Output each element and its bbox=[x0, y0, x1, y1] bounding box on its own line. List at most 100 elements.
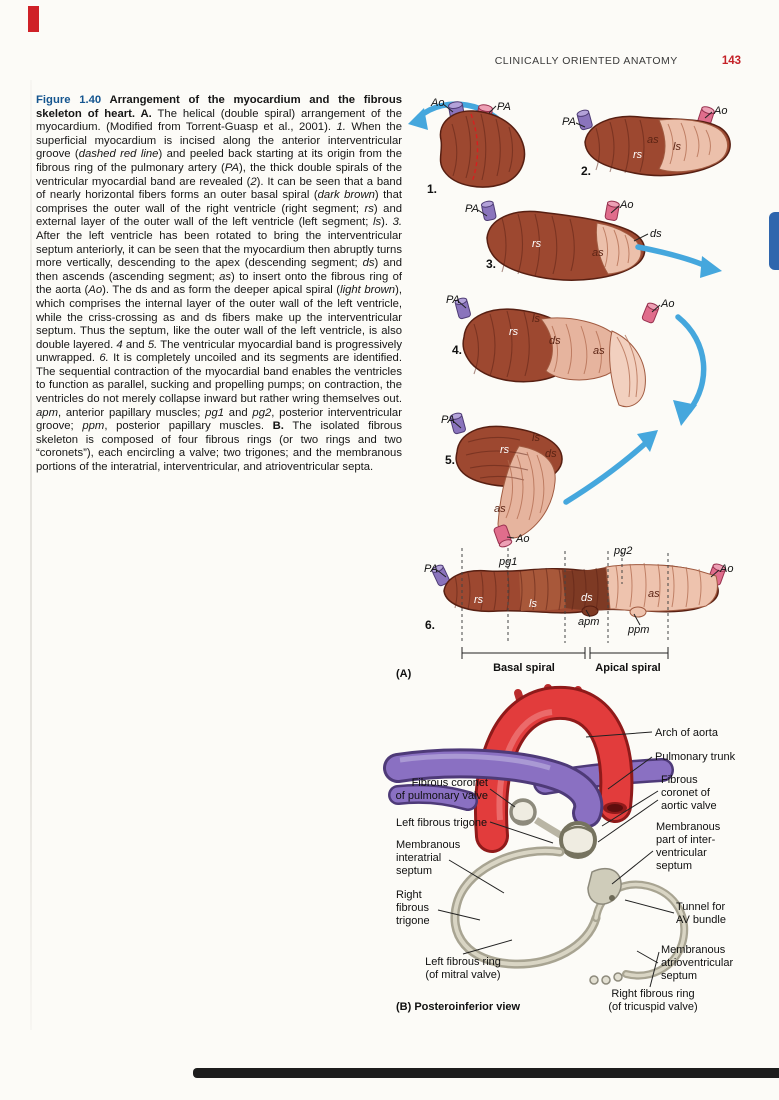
caption-segment: B. bbox=[272, 420, 284, 433]
label-ao-4: Ao bbox=[661, 298, 675, 310]
caption-segment: Arrangement of the myocardium and the fi… bbox=[36, 94, 402, 120]
pa-stub-3 bbox=[480, 200, 497, 222]
page-number: 143 bbox=[721, 55, 741, 67]
stage-number-1: 1. bbox=[427, 182, 438, 196]
stage-number-3: 3. bbox=[486, 257, 497, 271]
left-fibrous-ring-shape bbox=[450, 846, 601, 969]
caption-segment: The helical (double spiral) arrangement … bbox=[36, 107, 402, 134]
running-header-title: CLINICALLY ORIENTED ANATOMY bbox=[494, 55, 678, 67]
label-pg2: pg2 bbox=[614, 545, 633, 557]
figure-caption: Figure 1.40 Arrangement of the myocardiu… bbox=[36, 94, 402, 475]
label-ao-3: Ao bbox=[620, 199, 634, 211]
caption-segment: PA bbox=[224, 161, 239, 174]
label-as-3: as bbox=[592, 247, 604, 259]
apical-spiral-label: Apical spiral bbox=[595, 662, 661, 674]
label-membranous-part-interventricular-septum: Membranous part of inter- ventricular se… bbox=[656, 821, 721, 872]
caption-segment: ). bbox=[381, 216, 393, 229]
label-ls-4: ls bbox=[532, 313, 540, 325]
label-pa-5: PA bbox=[441, 414, 455, 426]
label-as-4: as bbox=[593, 345, 605, 357]
label-rs-2: rs bbox=[633, 149, 643, 161]
caption-segment: After the left ventricle has been rotate… bbox=[36, 229, 402, 270]
pa-stub-5 bbox=[449, 412, 466, 435]
label-membranous-interatrial-septum: Membranous interatrial septum bbox=[396, 839, 461, 877]
label-ds-6: ds bbox=[581, 592, 593, 604]
unwrap-arrow-1-head bbox=[408, 108, 428, 130]
caption-segment: apm bbox=[36, 406, 58, 419]
label-pa-4: PA bbox=[446, 294, 460, 306]
label-rs-4: rs bbox=[509, 326, 519, 338]
red-bookmark-tab bbox=[28, 6, 39, 32]
caption-segment: ). It can be seen that a band of nearly … bbox=[36, 175, 402, 202]
label-arch-of-aorta: Arch of aorta bbox=[655, 727, 718, 739]
label-ds-3: ds bbox=[650, 228, 662, 240]
caption-segment: The isolated fibrous skeleton is compose… bbox=[36, 420, 402, 474]
caption-segment: , posterior interventricular groove; bbox=[36, 406, 402, 433]
caption-segment: ls bbox=[372, 216, 382, 229]
heart-stage-2 bbox=[576, 106, 731, 177]
caption-segment: ) and external layer of the outer wall o… bbox=[36, 202, 403, 229]
papillary-muscle-leaders bbox=[585, 609, 641, 626]
caption-segment: 5. bbox=[147, 338, 158, 351]
label-ls-2: ls bbox=[673, 141, 681, 153]
label-ds-4: ds bbox=[549, 335, 561, 347]
caption-segment: It is completely uncoiled and its segmen… bbox=[36, 352, 402, 406]
label-ao-5: Ao bbox=[516, 533, 530, 545]
panel-b-label: (B) Posteroinferior view bbox=[396, 1001, 521, 1013]
caption-segment: pg2 bbox=[252, 406, 272, 419]
unwrap-arrow-3-head bbox=[700, 256, 722, 278]
caption-segment: dashed red line bbox=[78, 148, 159, 161]
caption-segment: dark brown bbox=[317, 189, 375, 202]
caption-segment: rs bbox=[364, 202, 374, 215]
panel-a-leader-lines bbox=[436, 103, 720, 578]
av-bundle-tunnel-dot bbox=[609, 895, 615, 901]
label-apm: apm bbox=[578, 616, 600, 628]
posterior-papillary-muscle-bump bbox=[629, 606, 647, 618]
caption-segment: ) to insert onto the fibrous ring of the… bbox=[36, 270, 402, 297]
scan-edge-strip bbox=[193, 1068, 779, 1078]
pa-stub-6 bbox=[431, 564, 450, 587]
panel-a-label: (A) bbox=[396, 668, 412, 680]
label-as-5: as bbox=[494, 503, 506, 515]
caption-segment: Ao bbox=[88, 284, 103, 297]
caption-segment: 1. bbox=[336, 121, 346, 134]
label-membranous-atrioventricular-septum: Membranous atrioventricular septum bbox=[661, 944, 734, 982]
caption-segment: The ventricular myocardial band is progr… bbox=[36, 338, 402, 365]
caption-segment: ), which comprises the internal layer of… bbox=[36, 284, 402, 351]
label-pa-6: PA bbox=[424, 563, 438, 575]
label-rs-5: rs bbox=[500, 444, 510, 456]
caption-segment: and bbox=[224, 406, 253, 419]
caption-segment: A. bbox=[140, 107, 152, 120]
label-ao-2: Ao bbox=[714, 105, 728, 117]
label-ao-6: Ao bbox=[720, 563, 734, 575]
label-as-2: as bbox=[647, 134, 659, 146]
label-left-fibrous-trigone: Left fibrous trigone bbox=[396, 817, 488, 829]
caption-segment: ds bbox=[362, 257, 375, 270]
caption-segment: 6. bbox=[99, 352, 109, 365]
caption-segment: ), the thick double spirals of the ventr… bbox=[36, 161, 402, 188]
aortic-valve-coronet-shape bbox=[559, 821, 597, 859]
label-pg1: pg1 bbox=[499, 556, 518, 568]
label-as-6: as bbox=[648, 588, 660, 600]
label-pa-1: PA bbox=[497, 101, 511, 113]
caption-segment: 3. bbox=[392, 216, 402, 229]
caption-segment: ppm bbox=[82, 420, 105, 433]
caption-segment: as bbox=[219, 270, 232, 283]
pulmonary-valve-coronet-shape bbox=[509, 798, 537, 826]
label-ao-1: Ao bbox=[431, 97, 445, 109]
label-rs-3: rs bbox=[532, 238, 542, 250]
basal-spiral-label: Basal spiral bbox=[493, 662, 555, 674]
label-ds-5: ds bbox=[545, 448, 557, 460]
heart-stage-1 bbox=[408, 101, 526, 188]
heart-stage-5 bbox=[449, 412, 658, 548]
caption-segment: and bbox=[122, 338, 148, 351]
stage-number-2: 2. bbox=[581, 164, 592, 178]
blue-edge-tab bbox=[769, 212, 779, 270]
caption-segment: light brown bbox=[340, 284, 396, 297]
label-ls-6: ls bbox=[529, 598, 537, 610]
running-header: CLINICALLY ORIENTED ANATOMY 143 bbox=[495, 55, 741, 67]
caption-segment: When the superficial myocardium is incis… bbox=[36, 121, 402, 161]
label-ls-5: ls bbox=[532, 432, 540, 444]
label-right-fibrous-ring: Right fibrous ring (of tricuspid valve) bbox=[608, 988, 698, 1013]
